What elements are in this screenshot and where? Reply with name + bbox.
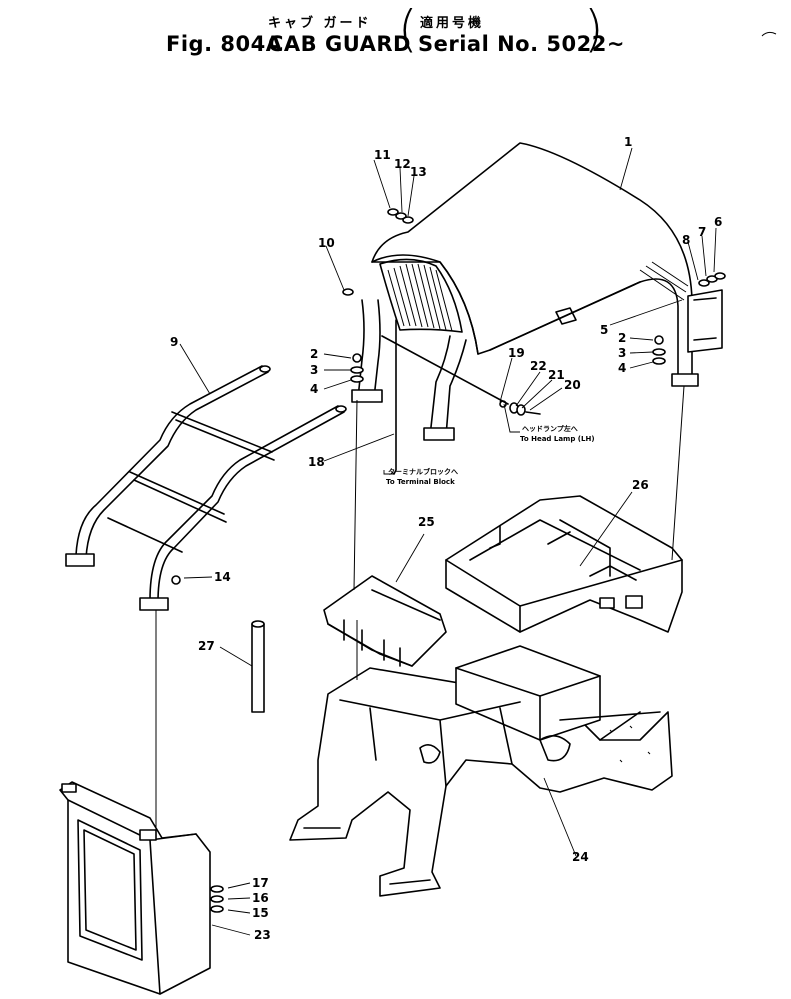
callout-22: 22 [530,359,547,373]
front-console [59,781,211,995]
callout-3: 3 [310,363,318,377]
callout-8: 8 [682,233,690,247]
callout-14: 14 [214,570,231,584]
callout-5: 5 [600,323,608,337]
callout-1: 1 [624,135,632,149]
assembly-guide-lines [155,385,685,830]
callout-15: 15 [252,906,269,920]
callout-6: 6 [714,215,722,229]
callout-23: 23 [254,928,271,942]
wiring-harness [381,319,509,475]
serial-number: Serial No. 5022~ [418,32,625,56]
callout-10: 10 [318,236,335,250]
callout-19: 19 [508,346,525,360]
callout-16: 16 [252,891,269,905]
note-head-lamp-jp: ヘッドランプ左へ [522,424,578,433]
figure-title: CAB GUARD [268,32,411,56]
callout-7: 7 [698,225,706,239]
cab-guard-roof [351,142,699,441]
callout-2-rear: 2 [618,331,626,345]
side-guard-ladder [65,365,347,611]
guard-pin [251,620,265,713]
callout-18: 18 [308,455,325,469]
callout-labels: 1 2 3 4 5 6 7 8 9 10 11 12 13 14 15 16 1… [170,135,722,942]
callout-2: 2 [310,347,318,361]
main-frame [289,645,673,897]
callout-25: 25 [418,515,435,529]
rear-frame [445,495,683,633]
callout-11: 11 [374,148,391,162]
close-parenthesis: ) [584,0,604,58]
callout-21: 21 [548,368,565,382]
note-head-lamp-en: To Head Lamp (LH) [520,435,595,443]
figure-number: Fig. 804A [166,32,283,56]
roof-grille [379,258,689,333]
callout-26: 26 [632,478,649,492]
note-terminal-jp: ターミナルブロックへ [388,467,458,476]
callout-17: 17 [252,876,269,890]
open-parenthesis: ( [398,0,418,58]
callout-24: 24 [572,850,589,864]
floor-cover [323,575,447,667]
note-terminal-en: To Terminal Block [386,478,455,486]
callout-9: 9 [170,335,178,349]
callout-13: 13 [410,165,427,179]
wiring-notes: ヘッドランプ左へ To Head Lamp (LH) ターミナルブロックへ To… [386,424,595,486]
callout-4: 4 [310,382,318,396]
leader-lines [179,147,717,936]
serial-japanese: 適用号機 [420,16,485,31]
callout-12: 12 [394,157,411,171]
rear-bracket [687,289,723,353]
corner-mark [761,31,777,37]
callout-27: 27 [198,639,215,653]
callout-3-rear: 3 [618,346,626,360]
callout-20: 20 [564,378,581,392]
title-japanese: キャブ ガード [268,16,372,31]
callout-4-rear: 4 [618,361,626,375]
